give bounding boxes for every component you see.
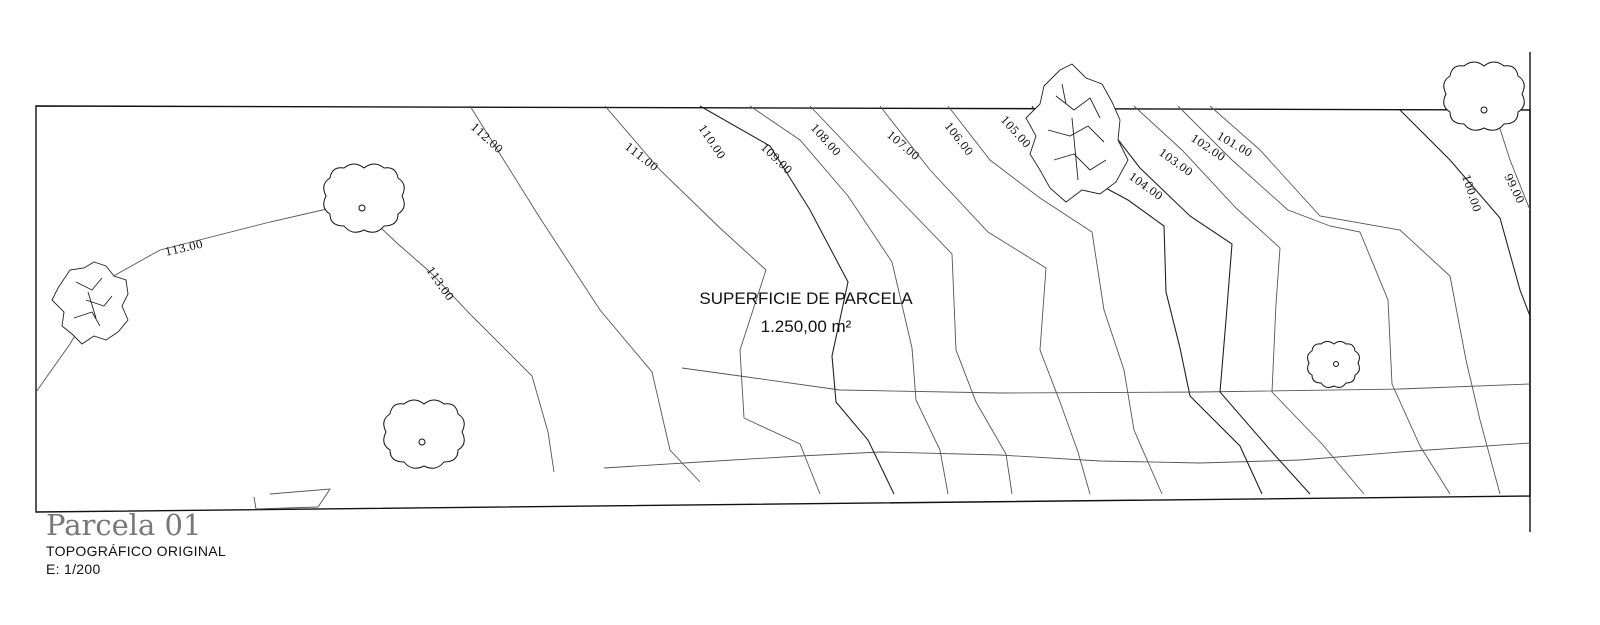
- contour-line-110: [699, 105, 895, 495]
- contour-line-100: [1399, 109, 1531, 317]
- drawing-subtitle: TOPOGRÁFICO ORIGINAL: [46, 543, 226, 559]
- path-line-lower: [603, 442, 1531, 469]
- contour-line-104: [1091, 105, 1311, 495]
- contour-line-102: [1177, 105, 1451, 495]
- contour-line-106: [947, 105, 1163, 495]
- tree-round-icon: [1443, 61, 1525, 131]
- contour-line-111: [604, 105, 821, 495]
- contour-label-100: 100.00: [1459, 173, 1483, 214]
- tree-rough-icon: [51, 261, 129, 345]
- contour-label-108: 108.00: [808, 121, 843, 158]
- small-mark-lower-left: [253, 488, 331, 510]
- contour-label-112: 112.00: [468, 121, 505, 156]
- tree-rough-icon: [1025, 63, 1129, 203]
- contour-line-108: [809, 105, 1013, 495]
- contour-line-112: [469, 105, 701, 483]
- tree-round-icon: [383, 399, 465, 469]
- contour-line-107: [879, 105, 1091, 495]
- contour-label-103: 103.00: [1156, 146, 1195, 179]
- contour-label-113-north: 113.00: [164, 238, 204, 259]
- parcel-surface-area: 1.250,00 m²: [761, 317, 852, 336]
- contour-label-109: 109.00: [758, 141, 795, 177]
- contour-label-113-south: 113.00: [424, 264, 457, 303]
- drawing-title: Parcela 01: [46, 508, 202, 542]
- tree-round-icon: [323, 163, 405, 233]
- path-line-upper: [681, 367, 1531, 394]
- contour-label-110: 110.00: [696, 122, 728, 161]
- drawing-scale: E: 1/200: [46, 561, 101, 577]
- drawing-caption: Parcela 01 TOPOGRÁFICO ORIGINAL E: 1/200: [46, 508, 226, 578]
- contour-label-99: 99.00: [1501, 172, 1526, 206]
- contour-line-103: [1133, 105, 1365, 495]
- tree-round-icon: [1307, 341, 1360, 388]
- contour-line-109: [749, 105, 949, 495]
- contour-line-101: [1209, 105, 1501, 495]
- contour-label-107: 107.00: [884, 128, 922, 163]
- contour-label-111: 111.00: [622, 140, 660, 174]
- parcel-surface-label: SUPERFICIE DE PARCELA: [699, 289, 913, 308]
- contour-label-106: 106.00: [942, 120, 976, 158]
- contour-line-113-south: [361, 209, 555, 473]
